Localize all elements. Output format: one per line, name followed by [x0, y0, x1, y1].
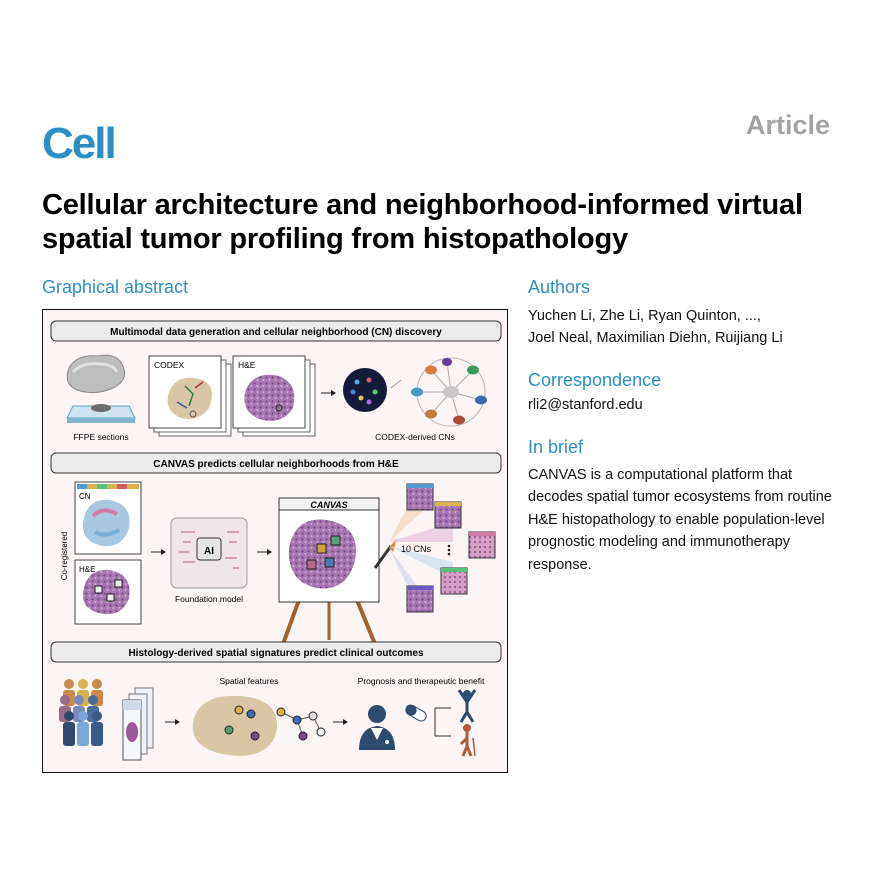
slide-stack-icon [122, 687, 154, 761]
panel2-title: CANVAS predicts cellular neighborhoods f… [153, 459, 399, 470]
article-type-label: Article [745, 110, 830, 140]
no-benefit-person-icon [459, 724, 476, 757]
authors-heading: Authors [528, 277, 591, 297]
ffpe-block-icon [66, 354, 136, 423]
he-tile-label: H&E [79, 565, 95, 574]
population-icon [59, 679, 103, 746]
ffpe-label: FFPE sections [73, 432, 128, 442]
graphical-abstract-heading: Graphical abstract [42, 277, 189, 297]
canvas-label: CANVAS [310, 500, 347, 510]
codex-stack [148, 355, 232, 437]
canvas-easel-icon [278, 497, 397, 645]
prognosis-label: Prognosis and therapeutic benefit [358, 676, 485, 686]
ten-cns-label: 10 CNs [401, 544, 432, 554]
panel3-title: Histology-derived spatial signatures pre… [128, 648, 424, 659]
panel1-banner [50, 320, 502, 342]
feature-graph-icon [276, 707, 326, 741]
in-brief-heading: In brief [528, 437, 584, 457]
codex-cns-label: CODEX-derived CNs [375, 432, 455, 442]
spatial-features-label: Spatial features [219, 676, 278, 686]
pill-icon [405, 704, 427, 722]
he-stack [232, 355, 316, 437]
benefit-person-icon [457, 689, 477, 723]
authors-line-2: Joel Neal, Maximilian Diehn, Ruijiang Li [528, 330, 783, 346]
panel2-banner [50, 452, 502, 474]
cn-network-icon [411, 357, 487, 427]
ai-chip-label: AI [204, 546, 214, 557]
correspondence-heading: Correspondence [528, 370, 662, 390]
panel3-banner [50, 641, 502, 663]
graphical-abstract-figure: Multimodal data generation and cellular … [50, 320, 502, 761]
codex-label: CODEX [154, 360, 185, 370]
authors-list: Yuchen Li, Zhe Li, Ryan Quinton, ..., Jo… [528, 305, 848, 349]
in-brief-text: CANVAS is a computational platform that … [528, 467, 832, 573]
cn-tile [74, 481, 142, 555]
doctor-icon [359, 705, 395, 750]
authors-line-1: Yuchen Li, Zhe Li, Ryan Quinton, ..., [528, 308, 761, 324]
panel1-title: Multimodal data generation and cellular … [110, 327, 442, 338]
correspondence-email[interactable]: rli2@stanford.edu [528, 397, 643, 413]
he-label: H&E [238, 360, 256, 370]
spatial-features-blob [192, 695, 278, 756]
cn-tiles [406, 483, 496, 613]
foundation-model-icon [170, 517, 248, 589]
foundation-model-label: Foundation model [175, 594, 243, 604]
journal-logo: Cell [42, 119, 117, 168]
cn-cluster-icon [343, 368, 387, 412]
cn-label: CN [79, 492, 91, 501]
he-tile [74, 559, 142, 625]
graphical-abstract: Multimodal data generation and cellular … [42, 309, 508, 773]
coregistered-label: Co-registered [60, 532, 69, 580]
paper-title: Cellular architecture and neighborhood-i… [42, 189, 803, 255]
